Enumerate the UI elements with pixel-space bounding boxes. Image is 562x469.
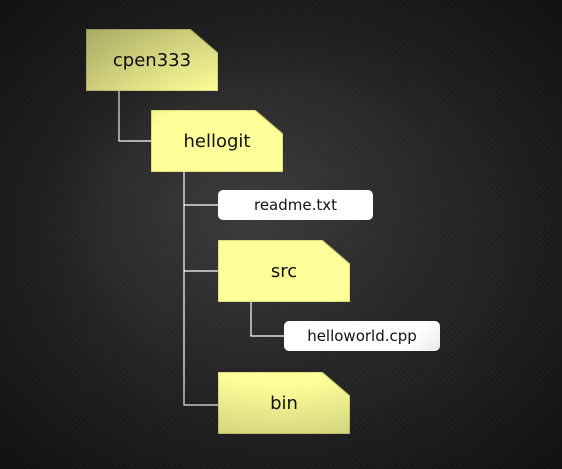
folder-label: cpen333: [112, 49, 192, 71]
folder-shape: [218, 372, 350, 434]
folder-src[interactable]: src: [218, 240, 350, 302]
folder-shape: [218, 240, 350, 302]
folder-cpen333[interactable]: cpen333: [86, 29, 218, 91]
folder-shape: [151, 110, 283, 172]
folder-bin[interactable]: bin: [218, 372, 350, 434]
folder-label: bin: [270, 392, 298, 414]
folder-label: src: [270, 260, 298, 282]
folder-hellogit[interactable]: hellogit: [151, 110, 283, 172]
folder-label: hellogit: [183, 130, 251, 152]
file-readme-txt[interactable]: readme.txt: [218, 190, 373, 220]
folder-shape: [86, 29, 218, 91]
connector-src-helloworld: [250, 302, 284, 337]
connector-cpen333-hellogit: [118, 91, 151, 142]
connector-hellogit-trunk: [183, 172, 218, 406]
file-helloworld-cpp[interactable]: helloworld.cpp: [284, 321, 440, 351]
